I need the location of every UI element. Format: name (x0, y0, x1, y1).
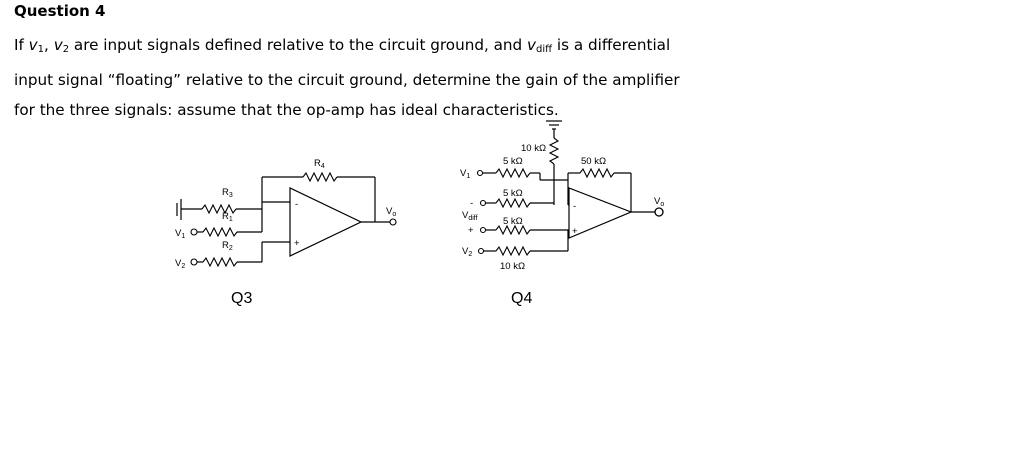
terminal-vdiff-plus (479, 226, 487, 234)
terminal-v1 (190, 228, 198, 236)
resistor-r2: R2 (202, 240, 290, 268)
terminal-vo-q4 (654, 207, 664, 217)
question-line-2: input signal “floating” relative to the … (14, 71, 680, 89)
question-heading: Question 4 (14, 2, 106, 20)
circuit-q4: 10 kΩ V1 5 kΩ 50 kΩ - Vdiff + (460, 120, 664, 307)
opamp-q3-minus: - (295, 199, 298, 210)
resistor-5k-mid: 5 kΩ (495, 188, 554, 209)
question-line-3: for the three signals: assume that the o… (14, 101, 559, 119)
opamp-q3-plus: + (294, 238, 300, 249)
label-5k-low: 5 kΩ (503, 216, 523, 227)
circuit-q3: R3 V1 R1 V2 R2 R4 (175, 158, 397, 307)
terminal-v2-q4 (477, 247, 485, 255)
label-vo-q3: Vo (386, 206, 396, 218)
label-vo-q4: Vo (654, 196, 664, 208)
label-r1: R1 (222, 211, 233, 223)
label-10k-bottom: 10 kΩ (500, 261, 525, 272)
vdiff-plus-sign: + (468, 225, 474, 236)
resistor-r1: R1 (202, 211, 262, 238)
question-line-1: If v1, v2 are input signals defined rela… (14, 36, 671, 55)
label-r3: R3 (222, 187, 233, 199)
label-r4: R4 (314, 158, 325, 170)
ground-symbol (176, 199, 202, 220)
label-v2: V2 (175, 258, 185, 270)
opamp-q3 (289, 187, 363, 257)
ground-symbol (546, 120, 562, 138)
label-10k-top: 10 kΩ (521, 143, 546, 154)
label-v1: V1 (175, 228, 185, 240)
resistor-r4: R4 (262, 158, 376, 222)
label-vdiff: Vdiff (462, 210, 478, 222)
terminal-vdiff-minus (479, 199, 487, 207)
caption-q3: Q3 (231, 290, 252, 307)
label-r2: R2 (222, 240, 233, 252)
label-5k-v1: 5 kΩ (503, 156, 523, 167)
terminal-v1-q4 (476, 169, 484, 177)
label-v1-q4: V1 (460, 168, 470, 180)
vdiff-minus-sign: - (470, 198, 473, 209)
opamp-q4-plus: + (572, 226, 578, 237)
question-text: If v1, v2 are input signals defined rela… (14, 30, 1014, 125)
resistor-5k-v1: 5 kΩ (495, 156, 541, 180)
terminal-v2 (190, 258, 198, 266)
resistor-50k: 50 kΩ (568, 156, 632, 212)
label-5k-mid: 5 kΩ (503, 188, 523, 199)
resistor-10k-ground: 10 kΩ (521, 137, 560, 180)
terminal-vo-q3 (389, 218, 397, 226)
caption-q4: Q4 (511, 290, 532, 307)
resistor-r3: R3 (201, 187, 262, 215)
opamp-q4 (568, 187, 633, 239)
opamp-q4-minus: - (573, 201, 576, 212)
label-v2-q4: V2 (462, 246, 472, 258)
label-50k: 50 kΩ (581, 156, 606, 167)
resistor-10k-v2: 10 kΩ (495, 230, 569, 272)
